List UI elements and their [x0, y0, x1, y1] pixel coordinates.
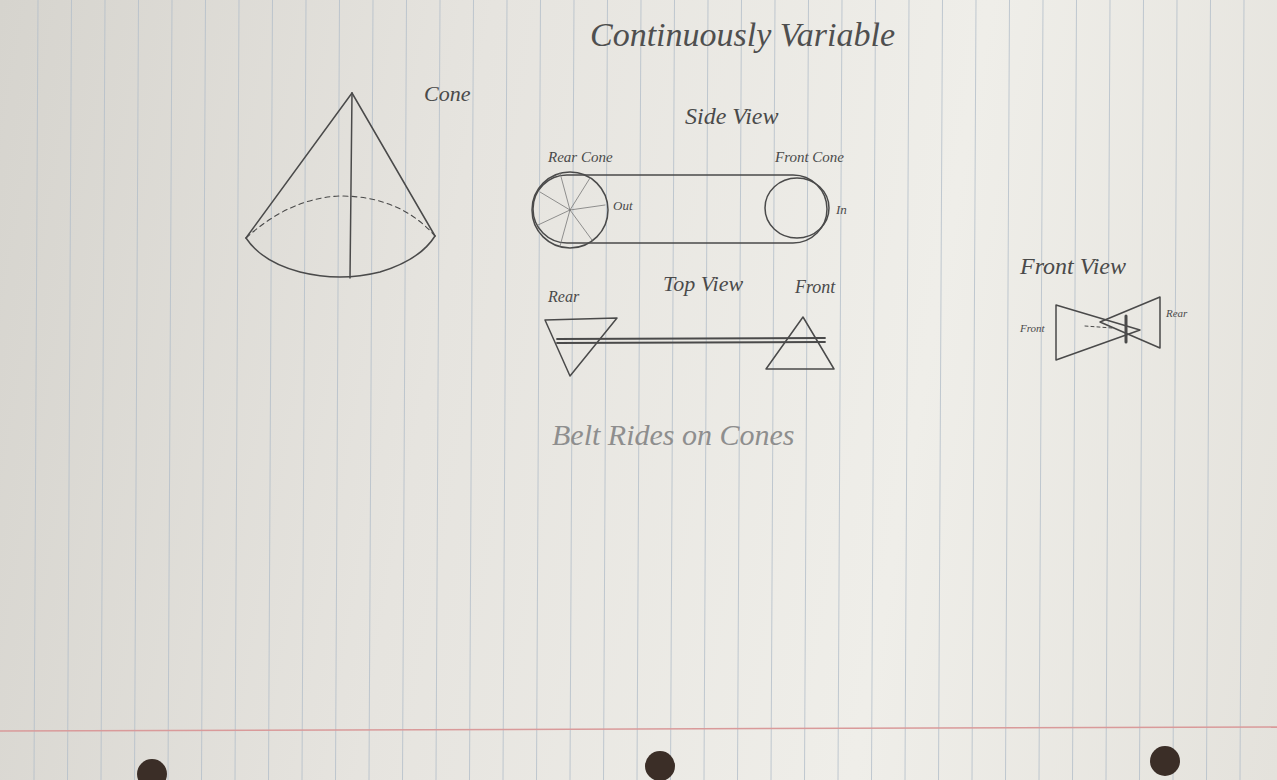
text-holder: Rear	[548, 288, 579, 306]
paper-rule	[336, 0, 340, 780]
paper-rule	[570, 0, 574, 780]
text-holder: Rear	[1166, 303, 1187, 321]
part-label: Front Cone	[775, 149, 844, 166]
paper-rule	[34, 0, 38, 780]
view-heading: Side View	[685, 103, 779, 129]
text-holder: Front Cone	[775, 148, 844, 166]
view-heading: Front View	[1020, 253, 1126, 279]
paper-rule	[1073, 0, 1077, 780]
top-view-drawing	[545, 317, 834, 376]
paper-rule	[805, 0, 809, 780]
paper-rule	[101, 0, 105, 780]
paper-rule	[302, 0, 306, 780]
cone-drawing	[246, 93, 435, 278]
caption-note: Belt Rides on Cones	[552, 418, 794, 451]
paper-rule	[1106, 0, 1110, 780]
paper-rule	[1173, 0, 1177, 780]
text-holder: Front	[795, 278, 835, 298]
page-title: Continuously Variable	[590, 16, 895, 53]
paper-rule	[838, 0, 842, 780]
part-label: Rear Cone	[548, 149, 613, 166]
part-label: Rear	[548, 288, 579, 306]
text-holder: Side View	[685, 103, 779, 129]
paper-rule	[503, 0, 507, 780]
paper-rule	[671, 0, 675, 780]
text-holder: Cone	[424, 82, 470, 106]
front-view-drawing	[1056, 297, 1160, 360]
paper-rule	[905, 0, 909, 780]
punch-holes	[137, 746, 1180, 780]
paper-rule	[1207, 0, 1211, 780]
paper-rule	[202, 0, 206, 780]
direction-label: In	[836, 203, 847, 217]
text-holder: Belt Rides on Cones	[552, 418, 794, 451]
paper-rules	[34, 0, 1244, 780]
paper-rule	[1240, 0, 1244, 780]
paper-rule	[537, 0, 541, 780]
direction-label: Out	[613, 199, 633, 213]
text-holder: Continuously Variable	[590, 16, 895, 53]
paper-rule	[637, 0, 641, 780]
paper-rule	[470, 0, 474, 780]
part-label: Rear	[1166, 307, 1187, 319]
paper-rule	[135, 0, 139, 780]
paper-rule	[403, 0, 407, 780]
paper-rule	[369, 0, 373, 780]
text-holder: Top View	[663, 272, 743, 296]
paper-rule	[872, 0, 876, 780]
paper-rule	[436, 0, 440, 780]
text-holder: Out	[613, 196, 633, 214]
part-label: Cone	[424, 82, 470, 106]
view-heading: Top View	[663, 272, 743, 296]
paper-rule	[972, 0, 976, 780]
part-label: Front	[795, 278, 835, 298]
side-view-drawing	[532, 172, 829, 248]
paper-rule	[68, 0, 72, 780]
text-holder: Front	[1020, 318, 1045, 336]
paper-rule	[1140, 0, 1144, 780]
paper-rule	[939, 0, 943, 780]
text-holder: Front View	[1020, 253, 1126, 279]
part-label: Front	[1020, 322, 1045, 334]
paper-rule	[235, 0, 239, 780]
paper-rule	[1039, 0, 1043, 780]
margin-line	[0, 727, 1277, 731]
paper-rule	[1006, 0, 1010, 780]
paper-rule	[604, 0, 608, 780]
paper-rule	[168, 0, 172, 780]
paper-rule	[269, 0, 273, 780]
text-holder: In	[836, 200, 847, 218]
text-holder: Rear Cone	[548, 148, 613, 166]
